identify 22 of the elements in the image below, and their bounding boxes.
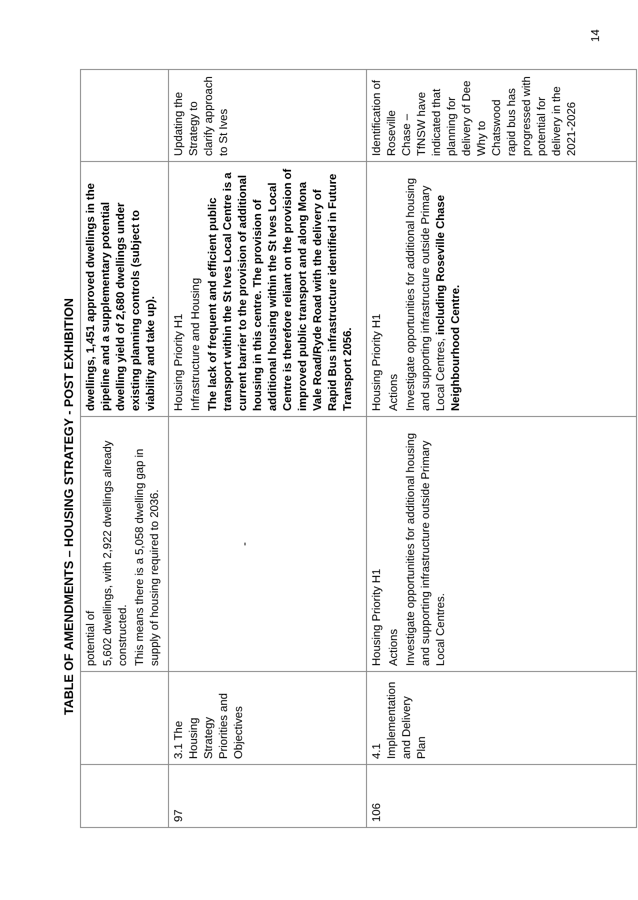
- cell-text: Actions: [387, 374, 401, 411]
- dash-mark: -: [238, 542, 252, 546]
- cell-text: Investigate opportunities for additional housing and supporting infrastructure outside Primary Local Centres, including Roseville Chase Neighbourhood Centre.: [404, 177, 463, 411]
- cell-text: potential of: [84, 610, 98, 666]
- cell-text: 97: [172, 809, 186, 822]
- cell-text: 106: [370, 803, 384, 822]
- cell-text: Housing Priority H1: [172, 314, 186, 411]
- page-number: 14: [590, 29, 602, 42]
- cell-text: Updating the Strategy to clarify approach to St Ives: [172, 75, 231, 156]
- cell-text: Identification of Roseville Chase – TfNSW have indicated that planning for delivery of Dee Why to Chatswood rapid bus has progressed with potential for delivery in the 2021-2026: [370, 75, 579, 156]
- cell-text: 4.1 Implementation and Delivery Plan: [370, 680, 429, 759]
- cell-text: This means there is a 5,058 dwelling gap in supply of housing required to 2036.: [133, 448, 162, 666]
- cell-text: The lack of frequent and efficient public transport within the St Ives Local Centre is a current barrier to the provision of additional housing in this centre. The provision of additional housing within the St Ives Local Centre is therefore reliant on the provision of improved public transport and along Mona Vale Road/Ryde Road with the delivery of Rapid Bus infrastructure identified in Future Transport 2056.: [206, 168, 355, 411]
- cell-text: Actions: [387, 628, 401, 666]
- cell-text: Infrastructure and Housing: [189, 278, 203, 411]
- cell-text: Housing Priority H1: [370, 314, 384, 411]
- cell-text: dwellings, 1,451 approved dwellings in the pipeline and a supplementary potential dwelling yield of 2,680 dwellings under existing planning controls (subject to viability and take up).: [84, 182, 158, 411]
- cell-text: Investigate opportunities for additional housing and supporting infrastructure outside Primary Local Centres.: [404, 432, 448, 666]
- table-title: TABLE OF AMENDMENTS – HOUSING STRATEGY - POST EXHIBITION: [62, 298, 76, 715]
- cell-text: Housing Priority H1: [370, 568, 384, 666]
- cell-text: 5,602 dwellings, with 2,922 dwellings already constructed.: [101, 440, 130, 666]
- cell-text: 3.1 The Housing Strategy Priorities and Objectives: [172, 692, 246, 759]
